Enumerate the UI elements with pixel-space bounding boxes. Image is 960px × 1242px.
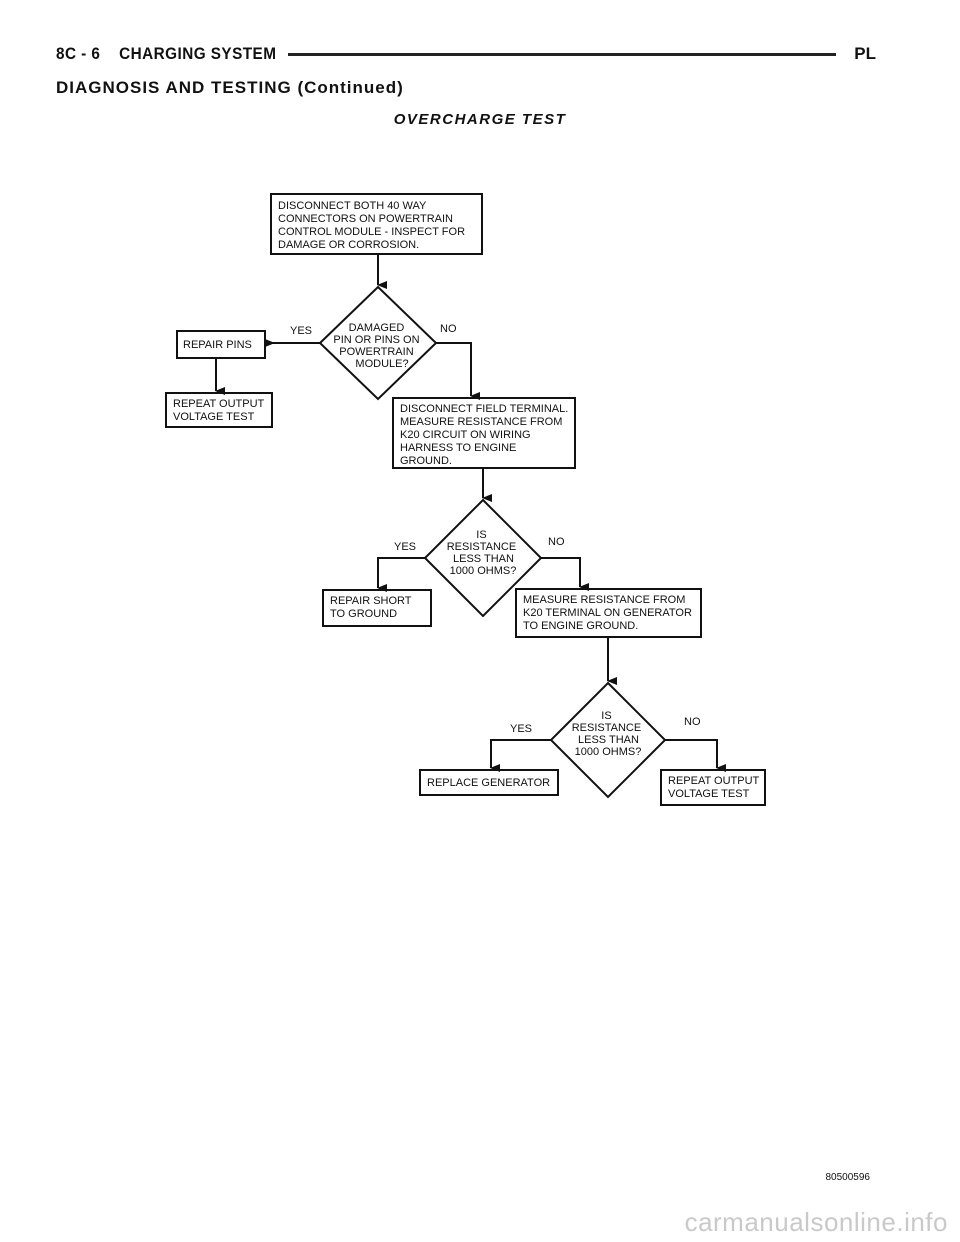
decision-damaged-pins xyxy=(318,285,438,401)
text-decision-damaged-pins: DAMAGED PIN OR PINS ON POWERTRAIN MODULE… xyxy=(333,322,422,370)
text-measure-resistance: MEASURE RESISTANCE FROM K20 TERMINAL ON … xyxy=(523,594,695,632)
label-yes-3: YES xyxy=(510,723,532,735)
box-replace-generator xyxy=(419,769,559,796)
box-disconnect-connectors xyxy=(270,193,483,255)
diagram-title: OVERCHARGE TEST xyxy=(393,111,567,128)
header-rule xyxy=(288,53,836,56)
label-no-2: NO xyxy=(548,536,565,548)
text-repair-short: REPAIR SHORT TO GROUND xyxy=(330,595,414,620)
label-no-1: NO xyxy=(440,323,457,335)
decision-resistance-2 xyxy=(549,681,667,799)
text-repeat-output-2: REPEAT OUTPUT VOLTAGE TEST xyxy=(668,775,762,800)
text-disconnect-connectors: DISCONNECT BOTH 40 WAY CONNECTORS ON POW… xyxy=(278,200,468,251)
text-replace-generator: REPLACE GENERATOR xyxy=(427,777,550,789)
text-disconnect-field: DISCONNECT FIELD TERMINAL. MEASURE RESIS… xyxy=(400,403,571,467)
header-model: PL xyxy=(854,44,876,63)
arrow-yes-repair-short xyxy=(377,557,425,592)
text-repair-pins: REPAIR PINS xyxy=(183,339,252,351)
text-decision-resistance-1: IS RESISTANCE LESS THAN 1000 OHMS? xyxy=(447,529,520,577)
watermark: carmanualsonline.info xyxy=(684,1207,948,1237)
arrow-yes-replace xyxy=(490,739,551,772)
text-decision-resistance-2: IS RESISTANCE LESS THAN 1000 OHMS? xyxy=(572,710,645,758)
label-yes-2: YES xyxy=(394,541,416,553)
text-repeat-output-1: REPEAT OUTPUT VOLTAGE TEST xyxy=(173,398,267,423)
section-subheading: DIAGNOSIS AND TESTING (Continued) xyxy=(56,78,404,97)
arrow-no-disconnect-field xyxy=(436,342,480,400)
label-yes-1: YES xyxy=(290,325,312,337)
decision-resistance-1 xyxy=(423,498,543,618)
label-no-3: NO xyxy=(684,716,701,728)
arrow-no-repeat xyxy=(665,739,726,772)
box-repeat-output-2 xyxy=(660,769,766,806)
page-header: 8C - 6 CHARGING SYSTEM PL xyxy=(56,38,876,68)
header-section: 8C - 6 CHARGING SYSTEM xyxy=(56,44,277,63)
arrow-no-measure xyxy=(541,557,589,591)
figure-id: 80500596 xyxy=(825,1172,871,1183)
